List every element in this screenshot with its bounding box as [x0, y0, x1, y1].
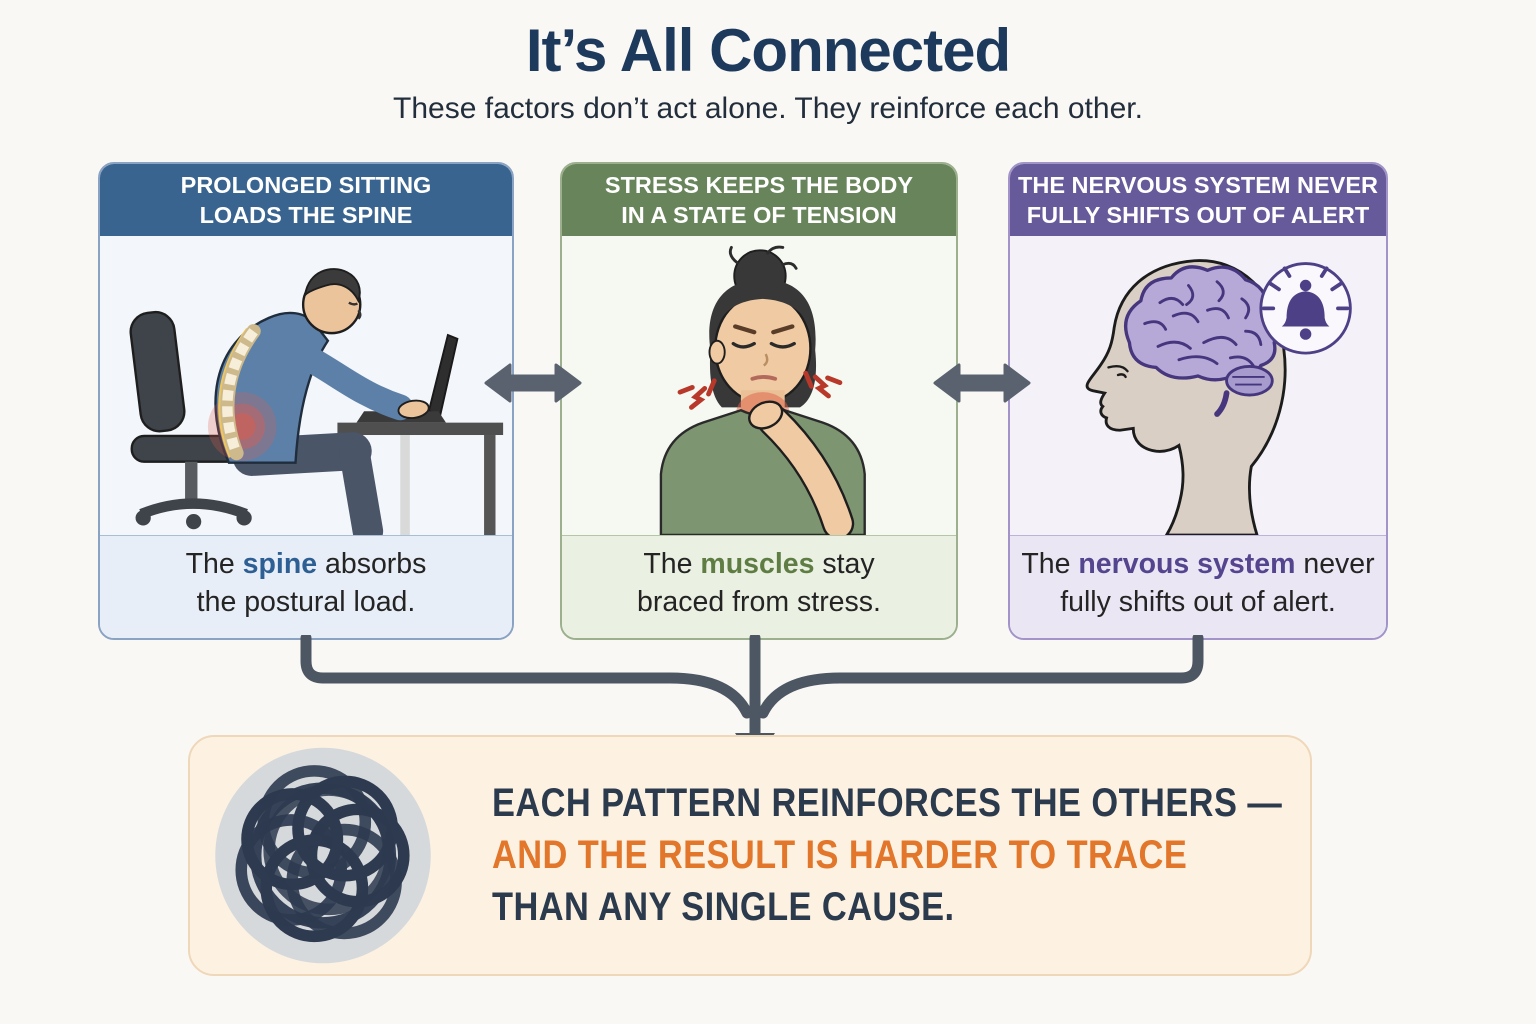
stressed-woman-illustration	[562, 236, 956, 535]
bidirectional-arrow-left	[483, 361, 583, 405]
card-nervous-alert-caption: The nervous system never fully shifts ou…	[1010, 535, 1386, 638]
card-nervous-alert-title: THE NERVOUS SYSTEM NEVER FULLY SHIFTS OU…	[1010, 164, 1386, 236]
card-prolonged-sitting-title: PROLONGED SITTING LOADS THE SPINE	[100, 164, 512, 236]
caption-keyword-spine: spine	[242, 548, 318, 580]
caption-text: The	[643, 548, 701, 580]
conclusion-line-3: THAN ANY SINGLE CAUSE.	[492, 885, 955, 929]
caption-keyword-muscles: muscles	[700, 548, 815, 580]
card-prolonged-sitting: PROLONGED SITTING LOADS THE SPINE	[98, 162, 514, 640]
caption-text: The	[185, 548, 243, 580]
card-stress-tension-caption: The muscles stay braced from stress.	[562, 535, 956, 638]
stressed-woman-svg	[659, 245, 866, 535]
card-stress-tension-title: STRESS KEEPS THE BODY IN A STATE OF TENS…	[562, 164, 956, 236]
tangled-knot-illustration	[215, 747, 431, 964]
head-brain-alert-illustration	[1010, 236, 1386, 535]
conclusion-box: EACH PATTERN REINFORCES THE OTHERS — AND…	[188, 735, 1312, 976]
sitting-man-spine-illustration	[100, 236, 512, 535]
conclusion-text: EACH PATTERN REINFORCES THE OTHERS — AND…	[492, 777, 1302, 933]
bidirectional-arrow-right	[932, 361, 1032, 405]
caption-keyword-nervous-system: nervous system	[1078, 548, 1296, 580]
caption-text: The	[1021, 548, 1079, 580]
page-subtitle: These factors don’t act alone. They rein…	[393, 92, 1143, 125]
caption-text: never fully shifts out of alert.	[1060, 548, 1375, 618]
caption-text: absorbs the postural load.	[196, 548, 427, 618]
sitting-man-spine-svg	[129, 268, 504, 535]
caption-text: stay braced from stress.	[637, 548, 881, 618]
conclusion-line-2: AND THE RESULT IS HARDER TO TRACE	[492, 833, 1188, 877]
page-title: It’s All Connected	[525, 17, 1011, 84]
head-brain-alert-svg	[1085, 259, 1352, 535]
card-prolonged-sitting-caption: The spine absorbs the postural load.	[100, 535, 512, 638]
card-stress-tension: STRESS KEEPS THE BODY IN A STATE OF TENS…	[560, 162, 958, 640]
card-nervous-alert: THE NERVOUS SYSTEM NEVER FULLY SHIFTS OU…	[1008, 162, 1388, 640]
conclusion-line-1: EACH PATTERN REINFORCES THE OTHERS —	[492, 781, 1283, 825]
